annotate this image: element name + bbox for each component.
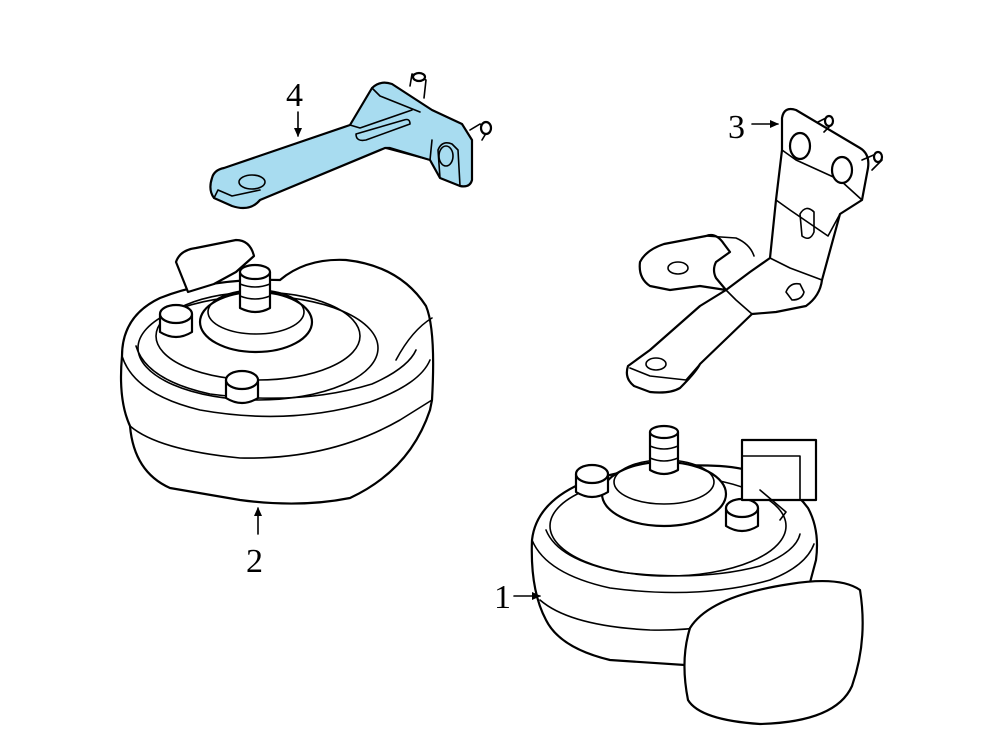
callout-1-label: 1	[494, 579, 511, 616]
callout-2-label: 2	[246, 543, 263, 580]
callout-1: 1	[494, 579, 541, 616]
horn-part-2[interactable]	[119, 238, 435, 505]
callout-3-label: 3	[728, 109, 745, 146]
bracket-part-3[interactable]	[625, 107, 884, 394]
bracket-part-4[interactable]	[209, 71, 493, 210]
bracket-4-body	[209, 81, 474, 210]
callout-3: 3	[728, 109, 779, 146]
callout-2: 2	[246, 507, 263, 580]
callout-4: 4	[286, 77, 303, 137]
horn-part-1[interactable]	[530, 424, 864, 726]
callout-4-label: 4	[286, 77, 303, 114]
